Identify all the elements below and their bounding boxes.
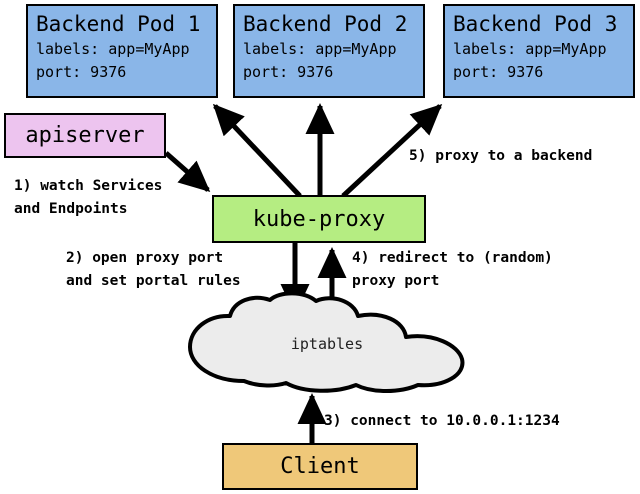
apiserver-label: apiserver: [25, 123, 145, 148]
edge-label-step5-line1: 5) proxy to a backend: [409, 148, 593, 164]
pod-2-title: Backend Pod 2: [243, 12, 408, 36]
edge-label-step1-line1: 1) watch Services: [14, 178, 163, 194]
client-node[interactable]: Client: [222, 443, 418, 490]
kube-proxy-node[interactable]: kube-proxy: [212, 195, 426, 243]
edge-label-step2-line2: and set portal rules: [66, 273, 241, 289]
pod-2-port: port: 9376: [243, 63, 334, 81]
pod-1-title: Backend Pod 1: [36, 12, 201, 36]
apiserver-node[interactable]: apiserver: [4, 113, 166, 158]
edge-label-step1-line2: and Endpoints: [14, 201, 128, 217]
edge-label-step2-line1: 2) open proxy port: [66, 250, 224, 266]
backend-pod-1[interactable]: Backend Pod 1 labels: app=MyApp port: 93…: [26, 4, 218, 98]
pod-3-title: Backend Pod 3: [453, 12, 618, 36]
arrow-kubeproxy-to-pod1: [212, 103, 302, 198]
pod-2-labels: labels: app=MyApp: [243, 40, 397, 58]
edge-label-step3-line1: 3) connect to 10.0.0.1:1234: [324, 413, 560, 429]
backend-pod-2[interactable]: Backend Pod 2 labels: app=MyApp port: 93…: [233, 4, 425, 98]
arrow-apiserver-to-kubeproxy: [164, 151, 211, 192]
iptables-label: iptables: [290, 335, 364, 353]
edge-label-step4-line1: 4) redirect to (random): [352, 250, 553, 266]
pod-1-labels: labels: app=MyApp: [36, 40, 190, 58]
iptables-cloud[interactable]: iptables: [186, 297, 468, 389]
client-label: Client: [280, 454, 360, 479]
edge-label-step4-line2: proxy port: [352, 273, 440, 289]
pod-1-port: port: 9376: [36, 63, 127, 81]
kube-proxy-label: kube-proxy: [252, 206, 386, 232]
pod-3-port: port: 9376: [453, 63, 544, 81]
pod-3-labels: labels: app=MyApp: [453, 40, 607, 58]
backend-pod-3[interactable]: Backend Pod 3 labels: app=MyApp port: 93…: [443, 4, 635, 98]
